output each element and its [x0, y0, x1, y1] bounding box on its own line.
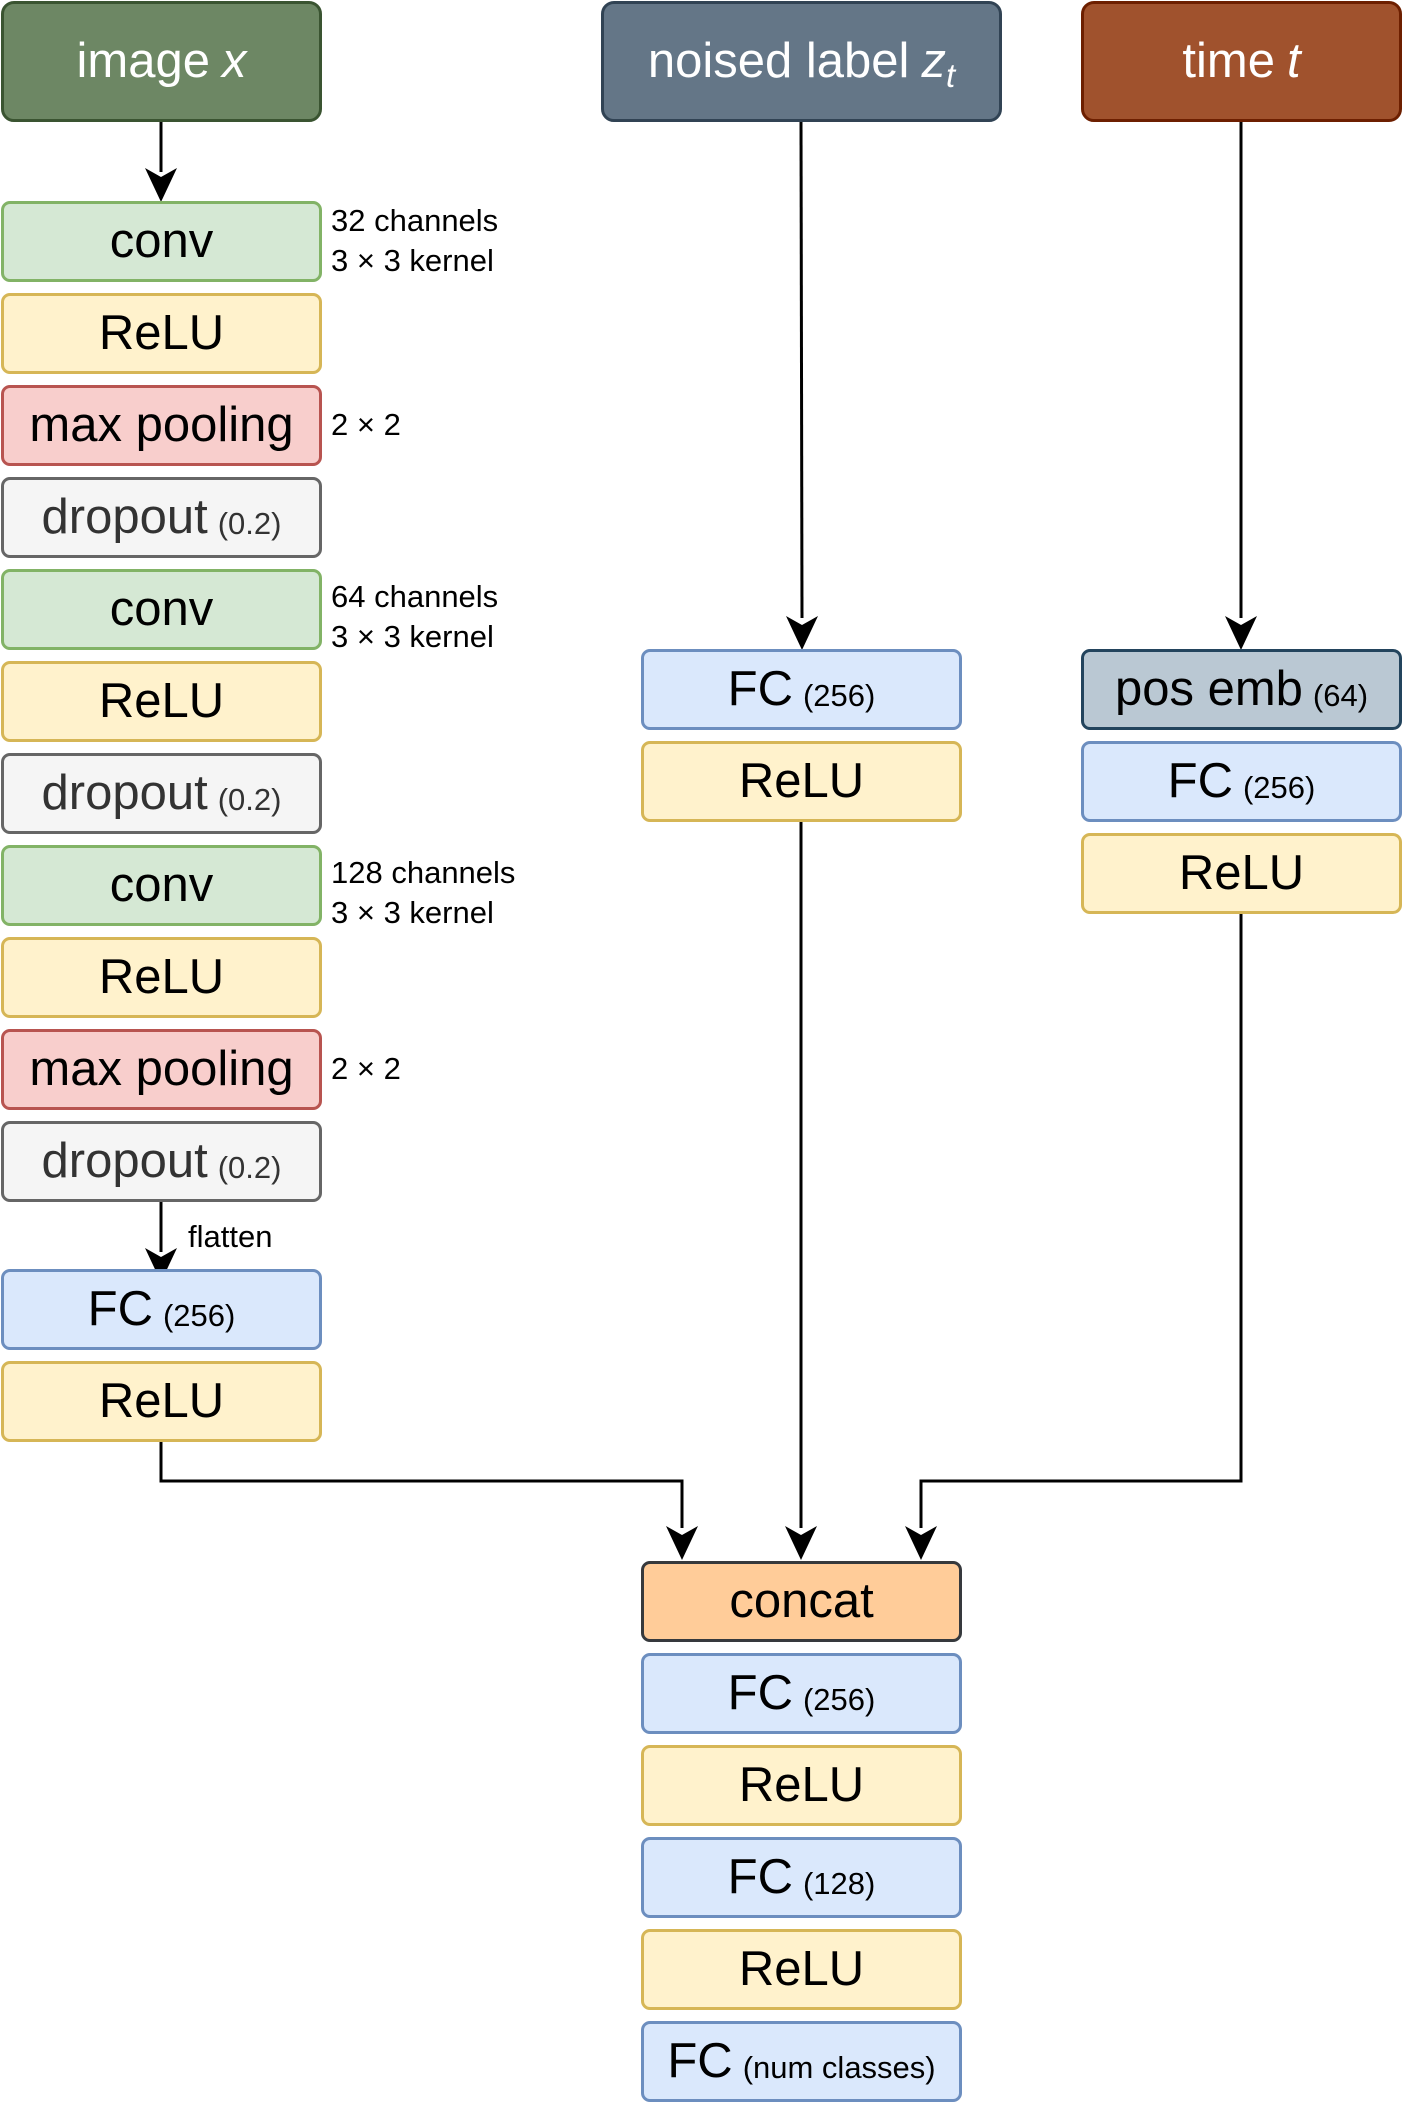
arrow-label-to-fc	[799, 121, 804, 619]
head-relu-2: ReLU	[641, 1929, 962, 2010]
arrowhead-fc-flatten	[145, 1248, 177, 1282]
image-fc-label: FC	[87, 1282, 153, 1336]
image-relu-3: ReLU	[1, 937, 322, 1018]
image-maxpool-2-label: max pooling	[29, 1042, 294, 1096]
input-noised-label-label: noised label	[647, 34, 910, 88]
label-fc-label: FC	[727, 662, 793, 716]
input-image-var: x	[221, 34, 247, 88]
image-conv-3-channels: 128 channels	[331, 855, 516, 890]
image-fc: FC (256)	[1, 1269, 322, 1350]
head-concat-label: concat	[729, 1574, 874, 1628]
time-fc-label: FC	[1167, 754, 1233, 808]
image-dropout-2-label: dropout	[41, 766, 208, 820]
head-fc-1: FC (256)	[641, 1653, 962, 1734]
head-fc-1-label: FC	[727, 1666, 793, 1720]
head-fc-output-label: FC	[667, 2034, 733, 2088]
time-relu: ReLU	[1081, 833, 1402, 914]
head-fc-output-param: (num classes)	[742, 2050, 936, 2085]
image-conv-3-note: 128 channels 3 × 3 kernel	[331, 853, 515, 933]
input-time-header: time t	[1081, 1, 1402, 122]
label-fc-param: (256)	[802, 678, 876, 713]
image-conv-3: conv	[1, 845, 322, 926]
input-noised-label-var: z	[921, 34, 946, 88]
head-fc-2: FC (128)	[641, 1837, 962, 1918]
image-maxpool-1: max pooling	[1, 385, 322, 466]
time-pos-emb-param: (64)	[1312, 678, 1369, 713]
image-relu-2: ReLU	[1, 661, 322, 742]
image-conv-1-label: conv	[109, 214, 214, 268]
image-conv-3-label: conv	[109, 858, 214, 912]
head-fc-1-param: (256)	[802, 1682, 876, 1717]
head-concat: concat	[641, 1561, 962, 1642]
image-conv-2-note: 64 channels 3 × 3 kernel	[331, 577, 498, 657]
image-maxpool-2: max pooling	[1, 1029, 322, 1110]
image-conv-1: conv	[1, 201, 322, 282]
head-fc-2-param: (128)	[802, 1866, 876, 1901]
image-dropout-3-label: dropout	[41, 1134, 208, 1188]
image-maxpool-2-note: 2 × 2	[331, 1051, 401, 1086]
image-dropout-1-label: dropout	[41, 490, 208, 544]
label-relu: ReLU	[641, 741, 962, 822]
image-dropout-2-param: (0.2)	[217, 782, 282, 817]
input-image-header: image x	[1, 1, 322, 122]
arrowhead-concat-left	[666, 1526, 698, 1560]
flatten-label: flatten	[188, 1219, 273, 1254]
image-relu-1-label: ReLU	[98, 306, 225, 360]
image-conv-3-kernel: 3 × 3 kernel	[331, 895, 494, 930]
arrowhead-concat-mid	[785, 1526, 817, 1560]
image-maxpool-1-note: 2 × 2	[331, 407, 401, 442]
image-relu-3-label: ReLU	[98, 950, 225, 1004]
arrow-time-relu-to-concat	[919, 914, 1243, 1528]
image-relu-4-label: ReLU	[98, 1374, 225, 1428]
arrowhead-concat-right	[905, 1526, 937, 1560]
image-dropout-3: dropout (0.2)	[1, 1121, 322, 1202]
image-conv-1-note: 32 channels 3 × 3 kernel	[331, 201, 498, 281]
input-image-label: image	[76, 34, 210, 88]
time-pos-emb: pos emb (64)	[1081, 649, 1402, 730]
input-noised-label-subscript: t	[945, 57, 956, 94]
image-dropout-1: dropout (0.2)	[1, 477, 322, 558]
arrowhead-label-fc	[786, 616, 818, 650]
image-conv-1-kernel: 3 × 3 kernel	[331, 243, 494, 278]
image-dropout-2: dropout (0.2)	[1, 753, 322, 834]
head-relu-2-label: ReLU	[738, 1942, 865, 1996]
arrow-image-relu-to-concat	[159, 1442, 684, 1528]
image-maxpool-1-label: max pooling	[29, 398, 294, 452]
input-time-label: time	[1182, 34, 1275, 88]
image-relu-1: ReLU	[1, 293, 322, 374]
image-fc-param: (256)	[162, 1298, 236, 1333]
label-relu-label: ReLU	[738, 754, 865, 808]
time-fc-param: (256)	[1242, 770, 1316, 805]
image-conv-2: conv	[1, 569, 322, 650]
input-time-var: t	[1286, 34, 1301, 88]
image-conv-2-label: conv	[109, 582, 214, 636]
image-dropout-1-param: (0.2)	[217, 506, 282, 541]
head-relu-1: ReLU	[641, 1745, 962, 1826]
head-relu-1-label: ReLU	[738, 1758, 865, 1812]
arrowhead-posemb	[1225, 616, 1257, 650]
image-relu-4: ReLU	[1, 1361, 322, 1442]
head-fc-2-label: FC	[727, 1850, 793, 1904]
image-conv-1-channels: 32 channels	[331, 203, 499, 238]
label-fc: FC (256)	[641, 649, 962, 730]
image-dropout-3-param: (0.2)	[217, 1150, 282, 1185]
image-conv-2-channels: 64 channels	[331, 579, 499, 614]
time-pos-emb-label: pos emb	[1114, 662, 1303, 716]
head-fc-output: FC (num classes)	[641, 2021, 962, 2102]
time-relu-label: ReLU	[1178, 846, 1305, 900]
arrowhead-conv	[145, 168, 177, 202]
time-fc: FC (256)	[1081, 741, 1402, 822]
image-conv-2-kernel: 3 × 3 kernel	[331, 619, 494, 654]
image-relu-2-label: ReLU	[98, 674, 225, 728]
